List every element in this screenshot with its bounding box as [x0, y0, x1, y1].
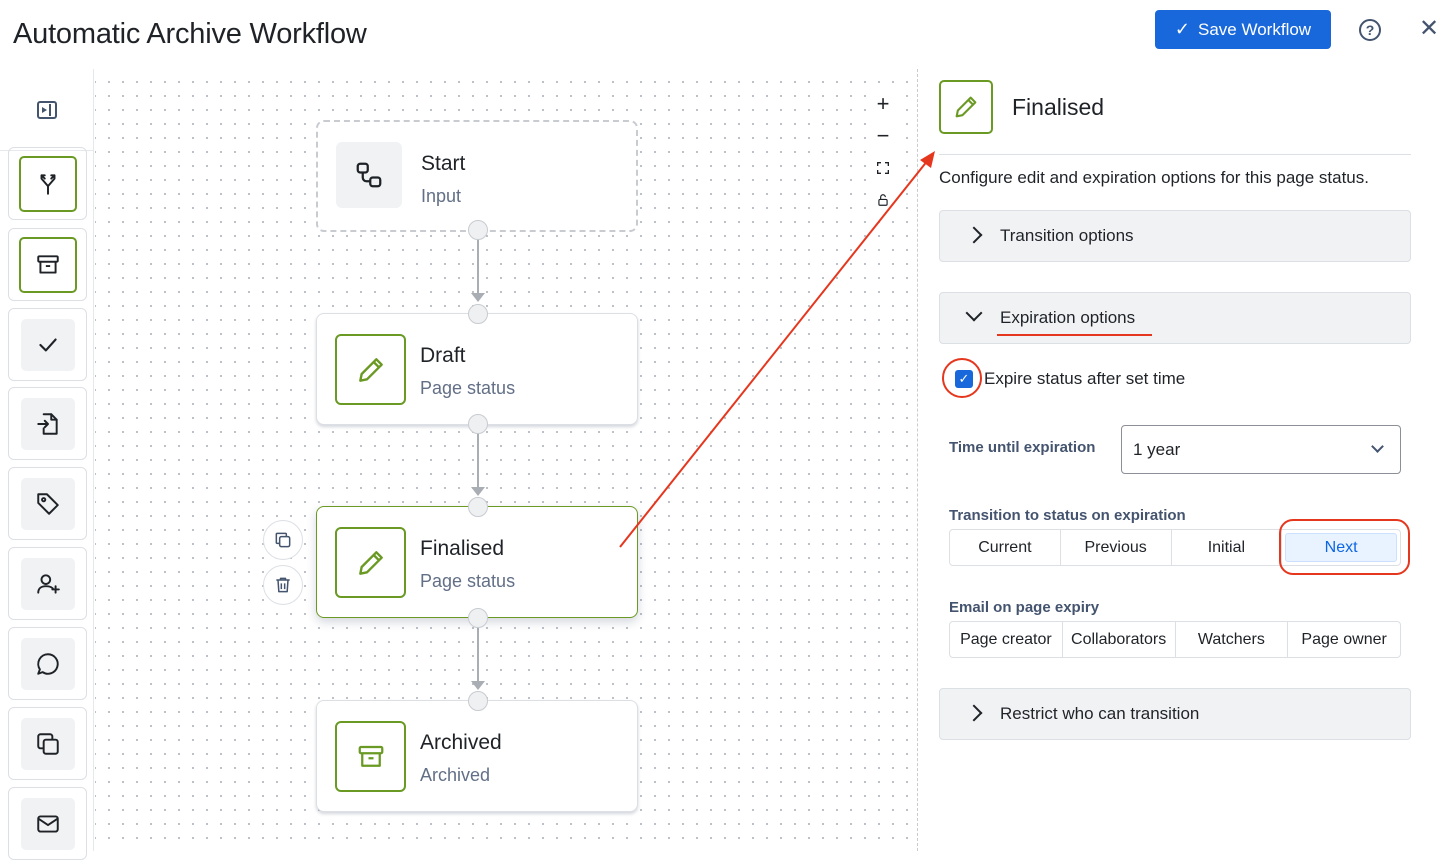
node-archived[interactable]: Archived Archived: [316, 700, 638, 812]
option-current[interactable]: Current: [950, 530, 1061, 565]
sidebar-divider: [0, 150, 94, 151]
node-port[interactable]: [468, 414, 488, 434]
fit-view-button[interactable]: [866, 152, 900, 184]
pencil-icon: [335, 334, 406, 405]
node-type: Page status: [420, 378, 516, 398]
save-workflow-label: Save Workflow: [1198, 19, 1312, 39]
file-move-icon: [20, 397, 75, 450]
node-type: Page status: [420, 571, 516, 591]
transition-status-segmented: Current Previous Initial Next: [949, 529, 1401, 566]
delete-node-button[interactable]: [263, 565, 303, 605]
option-collaborators[interactable]: Collaborators: [1063, 622, 1176, 657]
select-value: 1 year: [1133, 440, 1181, 459]
lock-icon: [878, 194, 888, 206]
help-icon[interactable]: ?: [1359, 19, 1381, 41]
panel-divider: [939, 154, 1411, 155]
check-icon: ✓: [1174, 19, 1191, 39]
edge-draft-finalised: [477, 424, 479, 488]
check-icon: [20, 318, 75, 371]
node-port[interactable]: [468, 691, 488, 711]
option-page-creator[interactable]: Page creator: [950, 622, 1063, 657]
save-workflow-button[interactable]: ✓ Save Workflow: [1155, 10, 1331, 49]
zoom-controls: + −: [866, 88, 900, 218]
node-draft[interactable]: Draft Page status: [316, 313, 638, 425]
tool-comment[interactable]: [8, 627, 87, 700]
email-on-expiry-label: Email on page expiry: [949, 599, 1100, 616]
comment-icon: [20, 637, 75, 690]
edge-arrow-icon: [471, 487, 485, 496]
annotation-underline: [997, 334, 1152, 336]
mail-icon: [20, 797, 75, 850]
pencil-icon: [939, 80, 993, 134]
tool-copy[interactable]: [8, 707, 87, 780]
node-finalised[interactable]: Finalised Page status: [316, 506, 638, 618]
node-name: Start: [421, 152, 466, 175]
pencil-icon: [335, 527, 406, 598]
option-previous[interactable]: Previous: [1061, 530, 1172, 565]
section-label: Restrict who can transition: [1000, 704, 1200, 723]
tool-transition[interactable]: [8, 147, 87, 220]
tool-assign-user[interactable]: [8, 547, 87, 620]
node-port[interactable]: [468, 497, 488, 517]
chevron-down-icon: [965, 304, 983, 322]
transition-icon: [18, 155, 77, 212]
fit-view-icon: [877, 162, 889, 174]
option-watchers[interactable]: Watchers: [1176, 622, 1289, 657]
trash-icon: [276, 577, 290, 593]
annotation-circle: [942, 358, 982, 398]
tool-sidebar: [0, 69, 94, 860]
node-name: Finalised: [420, 537, 505, 560]
chevron-right-icon: [965, 226, 983, 244]
transition-options-section[interactable]: Transition options: [939, 210, 1411, 262]
close-icon[interactable]: ✕: [1419, 15, 1440, 42]
duplicate-node-button[interactable]: [263, 520, 303, 560]
workflow-icon: [336, 142, 402, 208]
node-type: Input: [421, 186, 462, 206]
zoom-in-button[interactable]: +: [876, 91, 890, 116]
zoom-out-button[interactable]: −: [876, 123, 890, 148]
sidebar-collapse-icon[interactable]: [37, 101, 57, 119]
archive-icon: [18, 236, 77, 293]
option-page-owner[interactable]: Page owner: [1301, 630, 1387, 648]
edge-arrow-icon: [471, 681, 485, 690]
section-label: Expiration options: [1000, 308, 1136, 327]
edge-arrow-icon: [471, 293, 485, 302]
node-type: Archived: [420, 765, 491, 785]
email-recipients-segmented: Page creator Collaborators Watchers Page…: [949, 621, 1401, 658]
edge-start-draft: [477, 230, 479, 294]
node-name: Draft: [420, 344, 466, 367]
option-next[interactable]: Next: [1285, 533, 1397, 562]
tool-email[interactable]: [8, 787, 87, 860]
page-title: Automatic Archive Workflow: [13, 18, 367, 50]
chevron-right-icon: [965, 704, 983, 722]
archive-icon: [335, 721, 406, 792]
edge-finalised-archived: [477, 618, 479, 682]
expiration-options-section[interactable]: Expiration options: [939, 292, 1411, 344]
add-user-icon: [20, 557, 75, 610]
node-port[interactable]: [468, 608, 488, 628]
node-start[interactable]: Start Input: [316, 120, 638, 232]
section-label: Transition options: [1000, 226, 1134, 245]
tool-label[interactable]: [8, 467, 87, 540]
duplicate-icon: [275, 532, 291, 548]
tool-move-page[interactable]: [8, 387, 87, 460]
expire-status-label: Expire status after set time: [984, 369, 1186, 388]
restrict-transition-section[interactable]: Restrict who can transition: [939, 688, 1411, 740]
time-until-expiration-select[interactable]: 1 year: [1121, 425, 1401, 474]
lock-button[interactable]: [866, 184, 900, 216]
time-until-expiration-label: Time until expiration: [949, 439, 1096, 456]
option-initial[interactable]: Initial: [1172, 530, 1283, 565]
annotation-highlight: [1279, 519, 1410, 575]
panel-title: Finalised: [1012, 94, 1105, 120]
transition-on-expiration-label: Transition to status on expiration: [949, 507, 1186, 524]
node-port[interactable]: [468, 220, 488, 240]
node-port[interactable]: [468, 304, 488, 324]
node-name: Archived: [420, 731, 502, 754]
chevron-down-icon: [1371, 440, 1384, 453]
copy-icon: [20, 717, 75, 770]
tag-icon: [20, 477, 75, 530]
tool-archive[interactable]: [8, 228, 87, 301]
panel-description: Configure edit and expiration options fo…: [939, 168, 1369, 187]
tool-approve[interactable]: [8, 308, 87, 381]
